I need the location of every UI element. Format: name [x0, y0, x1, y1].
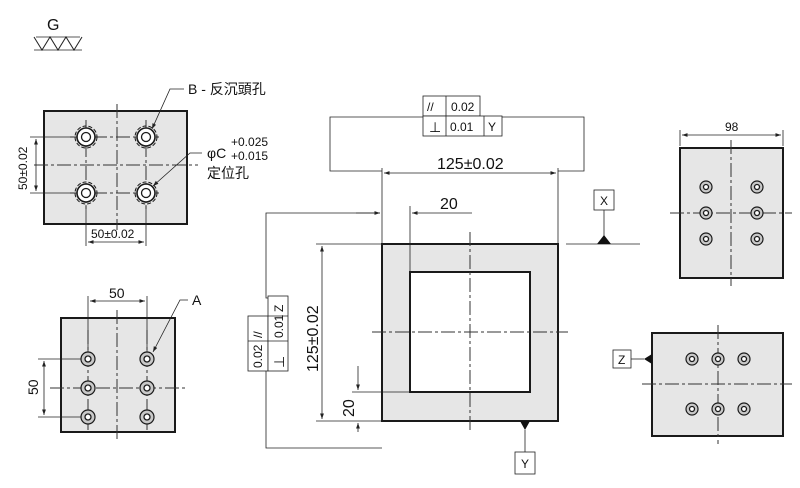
datum-z-label: Z — [618, 353, 625, 367]
bottom-left-view: A 50 50 — [25, 285, 202, 442]
dim-horizontal-50: 50 — [109, 285, 125, 301]
fcf-left: // 0.02 Z 0.01 ⊥ — [247, 295, 289, 372]
callout-counterbore: B - 反沉頭孔 — [188, 81, 266, 97]
dim-125-horizontal: 125±0.02 — [437, 156, 504, 173]
tapped-hole — [80, 409, 96, 425]
tapped-hole — [685, 352, 699, 366]
fcf-left-datum: Z — [272, 305, 286, 312]
datum-x-label: X — [600, 194, 608, 208]
surface-symbol-triangles — [33, 36, 83, 51]
fcf-left-parallel-symbol: // — [251, 331, 265, 338]
tapped-hole — [685, 402, 699, 416]
callout-a: A — [192, 292, 202, 308]
counterbore-hole — [134, 125, 158, 149]
datum-x-triangle — [597, 235, 611, 244]
leader-b — [151, 88, 184, 130]
fcf-left-perpendicular-value: 0.01 — [272, 314, 286, 338]
fcf-top-leader-left — [329, 116, 423, 172]
center-view: // 0.02 ⊥ 0.01 Y 125±0.02 20 X Y — [247, 95, 640, 475]
surface-symbol-label: G — [47, 17, 59, 34]
fcf-top-datum: Y — [488, 120, 496, 134]
surface-finish-symbol: G — [33, 17, 83, 51]
fcf-left-leader-top — [265, 212, 380, 299]
tapped-hole — [139, 351, 155, 367]
fcf-top: // 0.02 ⊥ 0.01 Y — [422, 95, 503, 137]
tapped-hole — [699, 232, 713, 246]
fcf-top-leader-right — [502, 116, 585, 172]
fcf-left-perpendicular-symbol: ⊥ — [271, 356, 287, 368]
dim-20-top: 20 — [440, 196, 458, 213]
leader-a — [152, 299, 188, 353]
tapped-hole — [80, 380, 96, 396]
callout-phi: φC — [207, 145, 226, 161]
counterbore-hole — [74, 125, 98, 149]
tol-lower: +0.015 — [231, 149, 268, 163]
dim-width-98: 98 — [725, 120, 739, 134]
dim-20-bottom: 20 — [341, 399, 358, 417]
fcf-left-parallel-value: 0.02 — [251, 344, 265, 368]
top-right-view: 98 — [670, 120, 792, 286]
tapped-hole — [699, 206, 713, 220]
tol-upper: +0.025 — [231, 135, 268, 149]
leader-phi — [152, 152, 202, 187]
datum-y-label: Y — [521, 457, 529, 471]
tapped-hole — [750, 180, 764, 194]
fcf-top-perpendicular-value: 0.01 — [450, 120, 474, 134]
top-left-plate — [43, 110, 188, 225]
bottom-right-view: Z — [612, 325, 792, 444]
fcf-top-parallel-value: 0.02 — [451, 100, 475, 114]
tapped-hole — [750, 206, 764, 220]
datum-z-triangle — [644, 354, 652, 364]
tapped-hole — [750, 232, 764, 246]
dim-vertical-50: 50±0.02 — [16, 146, 30, 190]
datum-y-triangle — [520, 421, 530, 430]
fcf-top-perpendicular-symbol: ⊥ — [429, 119, 441, 135]
counterbore-hole — [74, 181, 98, 205]
tapped-hole — [737, 402, 751, 416]
locating-hole — [134, 181, 158, 205]
datum-y-box — [514, 451, 536, 475]
tapped-hole — [699, 180, 713, 194]
tapped-hole — [711, 352, 725, 366]
dim-vertical-50: 50 — [25, 379, 41, 395]
tapped-hole — [737, 352, 751, 366]
callout-locating: 定位孔 — [207, 165, 249, 181]
dim-horizontal-50: 50±0.02 — [91, 227, 135, 241]
fcf-left-leader-bottom — [265, 359, 382, 449]
tapped-hole — [80, 351, 96, 367]
tapped-hole — [139, 380, 155, 396]
tapped-hole — [139, 409, 155, 425]
dim-125-vertical: 125±0.02 — [305, 305, 322, 372]
top-left-view: B - 反沉頭孔 φC +0.025 +0.015 定位孔 50±0.02 50… — [16, 81, 268, 246]
bottom-left-plate — [60, 317, 176, 433]
tapped-hole — [711, 402, 725, 416]
datum-x-box — [593, 189, 615, 211]
fcf-top-parallel-symbol: // — [427, 100, 434, 114]
